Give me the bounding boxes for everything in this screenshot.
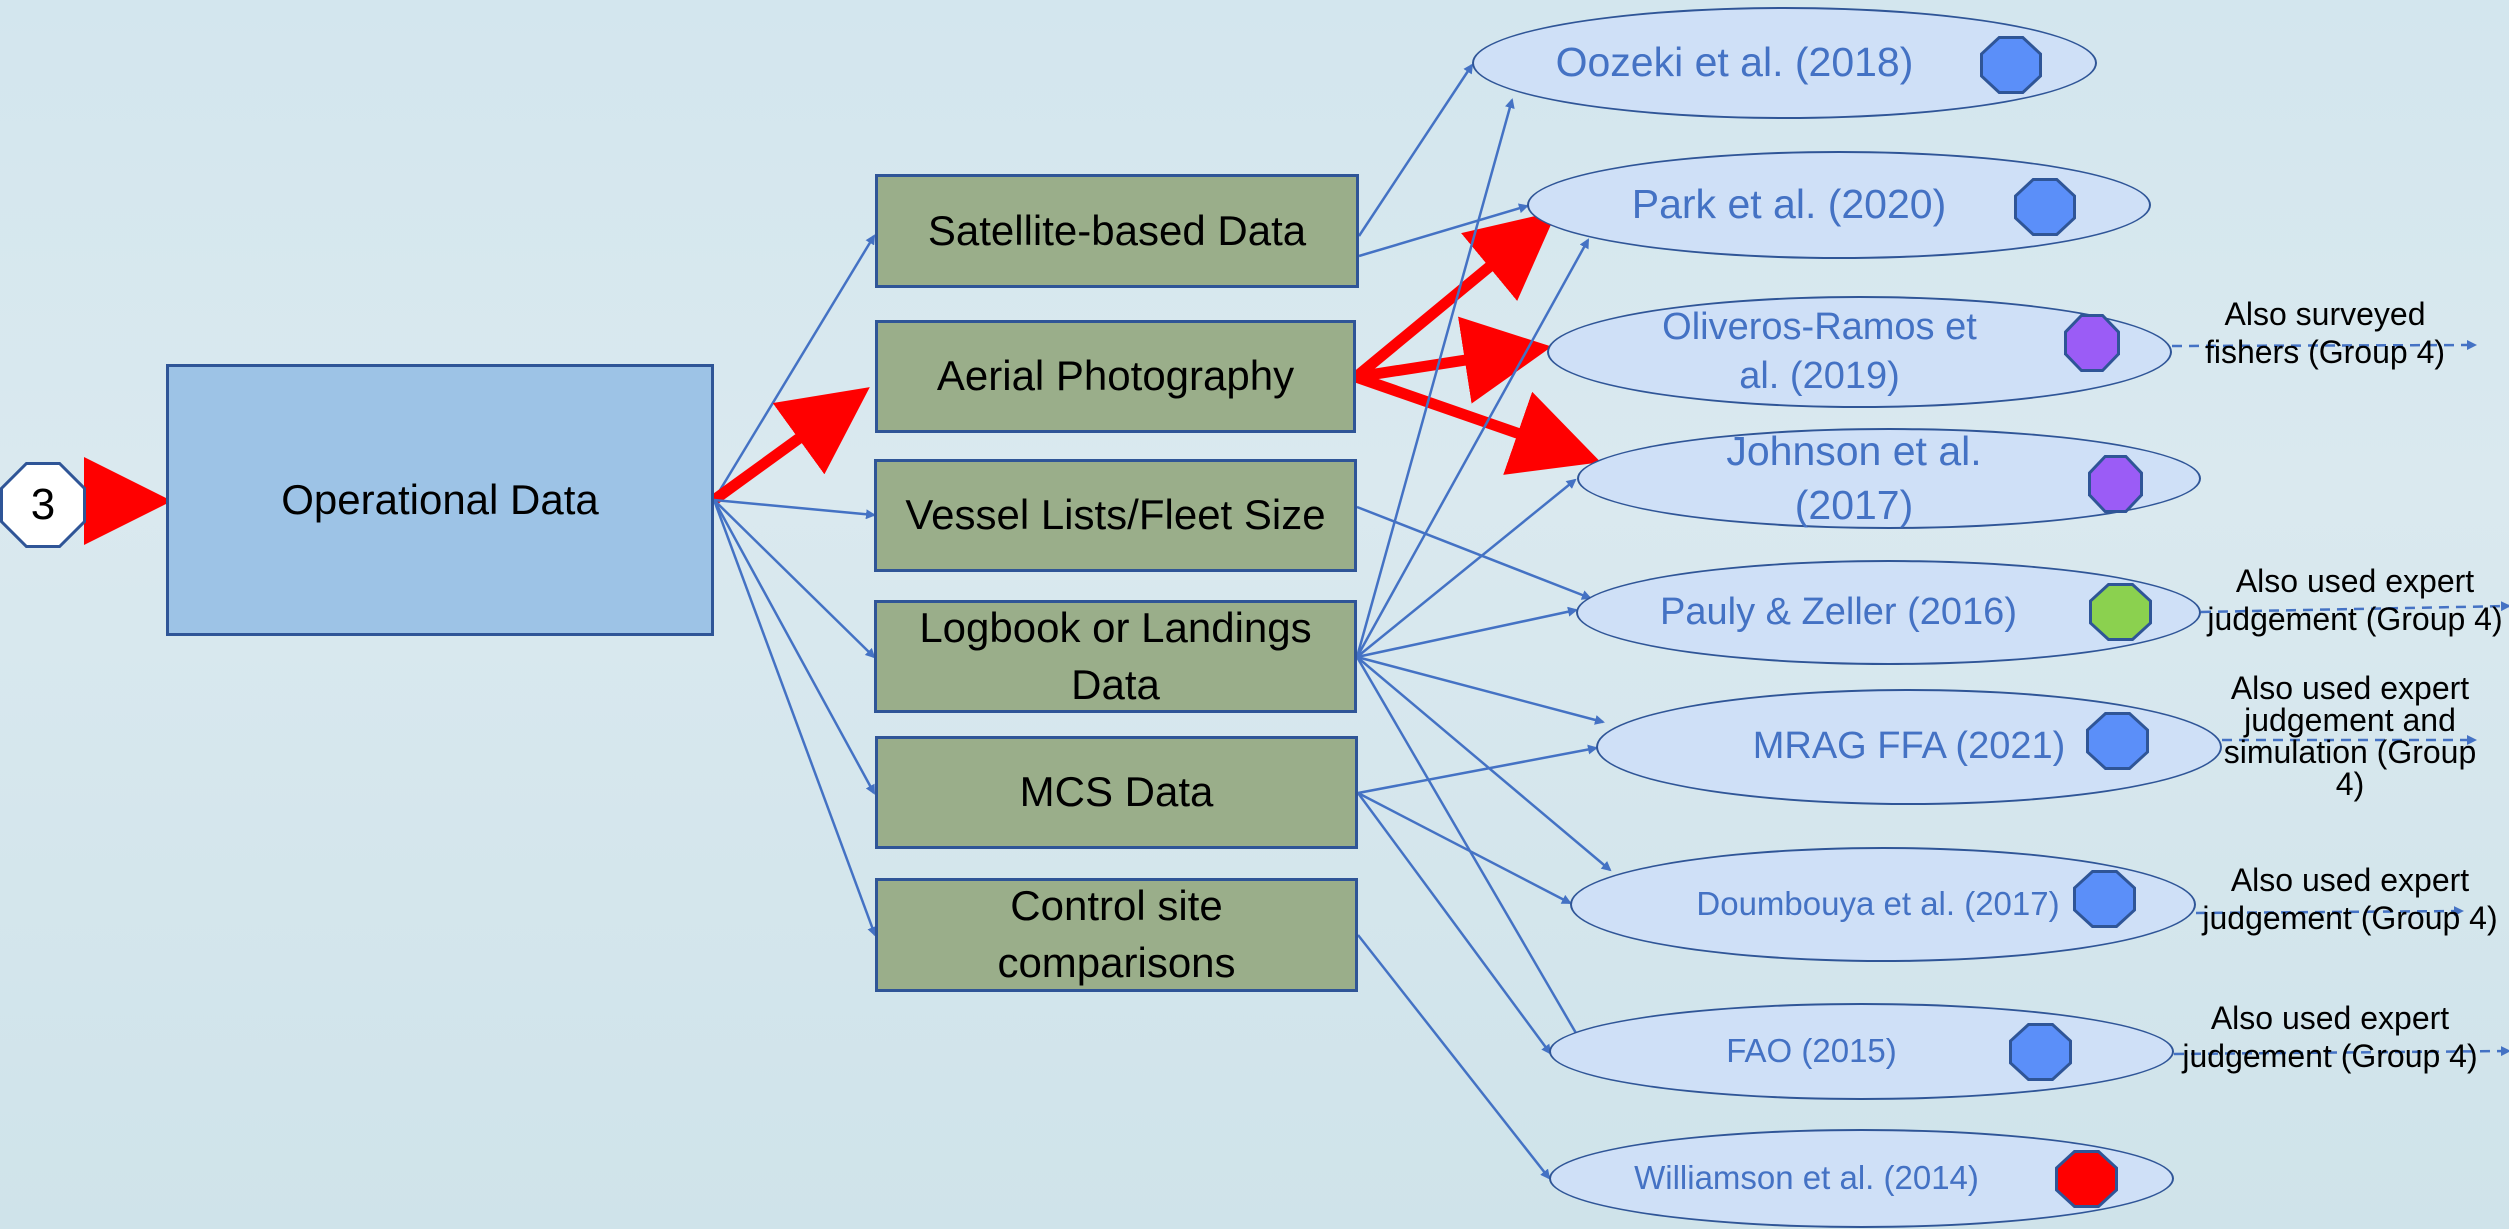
octagon-icon xyxy=(2073,870,2136,928)
study-label: Park et al. (2020) xyxy=(1631,181,1947,228)
note-text: Also surveyed fishers (Group 4) xyxy=(2204,296,2446,370)
source-label: Satellite-based Data xyxy=(927,206,1307,254)
connector-logbook-pauly xyxy=(1356,606,1578,659)
study-label: Pauly & Zeller (2016) xyxy=(1660,590,2017,633)
source-mcs-data: MCS Data xyxy=(875,736,1358,849)
octagon-icon xyxy=(2086,712,2149,770)
connector-mcs-mrag xyxy=(1357,744,1598,795)
study-label: Williamson et al. (2014) xyxy=(1634,1159,1979,1197)
connector-satellite-park xyxy=(1358,203,1529,258)
note-fao: Also used expert judgement (Group 4) xyxy=(2180,1000,2480,1076)
connector-main-aerial xyxy=(710,387,870,505)
source-label: Control site comparisons xyxy=(997,882,1236,986)
study-fao-2015: FAO (2015) xyxy=(1549,1003,2174,1100)
study-label: Johnson et al. (2017) xyxy=(1726,428,1982,528)
connector-main-control xyxy=(712,499,877,937)
step-number-badge: 3 xyxy=(0,462,86,548)
note-mrag: Also used expert judgement and simulatio… xyxy=(2220,672,2480,800)
source-vessel-lists: Vessel Lists/Fleet Size xyxy=(874,459,1357,572)
note-pauly: Also used expert judgement (Group 4) xyxy=(2205,563,2505,639)
step-number: 3 xyxy=(3,465,83,545)
dashed-arrow-doumbouya xyxy=(2195,906,2464,917)
connector-aerial-oliveros xyxy=(1355,316,1552,404)
study-label: Oliveros-Ramos et al. (2019) xyxy=(1662,305,1977,397)
note-text: Also used expert judgement (Group 4) xyxy=(2202,862,2498,936)
source-label: Logbook or Landings Data xyxy=(919,603,1312,708)
connector-vessel-pauly xyxy=(1356,505,1592,600)
connector-main-logbook xyxy=(713,499,876,659)
source-label: MCS Data xyxy=(1019,768,1214,816)
connector-mcs-fao xyxy=(1356,792,1552,1055)
connector-main-satellite xyxy=(712,234,876,501)
study-label: Doumbouya et al. (2017) xyxy=(1696,885,2060,923)
connector-logbook-oozeki xyxy=(1355,98,1515,658)
dashed-arrow-pauly xyxy=(2200,601,2509,614)
study-label: MRAG FFA (2021) xyxy=(1752,725,2066,768)
operational-data-label: Operational Data xyxy=(281,476,599,523)
connector-main-mcs xyxy=(712,499,876,795)
study-label: FAO (2015) xyxy=(1726,1032,1897,1070)
study-doumbouya-2017: Doumbouya et al. (2017) xyxy=(1570,847,2196,962)
octagon-icon xyxy=(2064,314,2120,372)
connector-logbook-mrag xyxy=(1356,655,1605,725)
octagon-icon xyxy=(2088,455,2143,513)
study-oliveros-ramos-2019: Oliveros-Ramos et al. (2019) xyxy=(1547,296,2172,408)
octagon-icon xyxy=(2055,1150,2118,1208)
source-satellite-based-data: Satellite-based Data xyxy=(875,174,1359,288)
note-doumbouya: Also used expert judgement (Group 4) xyxy=(2200,862,2500,938)
note-text: Also used expert judgement (Group 4) xyxy=(2207,563,2503,637)
note-text: Also used expert judgement (Group 4) xyxy=(2182,1000,2478,1074)
connector-logbook-park xyxy=(1355,238,1590,658)
study-label: Oozeki et al. (2018) xyxy=(1555,39,1914,86)
octagon-icon xyxy=(2089,583,2152,641)
note-oliveros: Also surveyed fishers (Group 4) xyxy=(2190,296,2460,372)
source-aerial-photography: Aerial Photography xyxy=(875,320,1356,433)
connector-logbook-doumbouya xyxy=(1356,656,1612,872)
connector-logbook-johnson xyxy=(1356,478,1577,658)
octagon-icon xyxy=(2014,178,2076,236)
study-oozeki-2018: Oozeki et al. (2018) xyxy=(1472,7,2097,119)
connector-mcs-doumbouya xyxy=(1357,791,1572,905)
connector-control-williamson xyxy=(1357,934,1551,1180)
connector-aerial-park xyxy=(1352,210,1557,382)
dashed-arrow-fao xyxy=(2173,1046,2509,1057)
octagon-icon xyxy=(1980,36,2042,94)
note-text: Also used expert judgement and simulatio… xyxy=(2223,670,2477,802)
source-label: Vessel Lists/Fleet Size xyxy=(905,491,1326,539)
connector-main-vessel xyxy=(713,498,876,520)
connector-satellite-oozeki xyxy=(1357,63,1474,237)
connector-aerial-johnson xyxy=(1354,371,1601,475)
connector-logbook-fao xyxy=(1355,656,1582,1042)
source-label: Aerial Photography xyxy=(936,352,1295,400)
operational-data-box: Operational Data xyxy=(166,364,714,636)
source-control-site: Control site comparisons xyxy=(875,878,1358,992)
source-logbook-landings: Logbook or Landings Data xyxy=(874,600,1357,713)
octagon-icon xyxy=(2009,1023,2072,1081)
